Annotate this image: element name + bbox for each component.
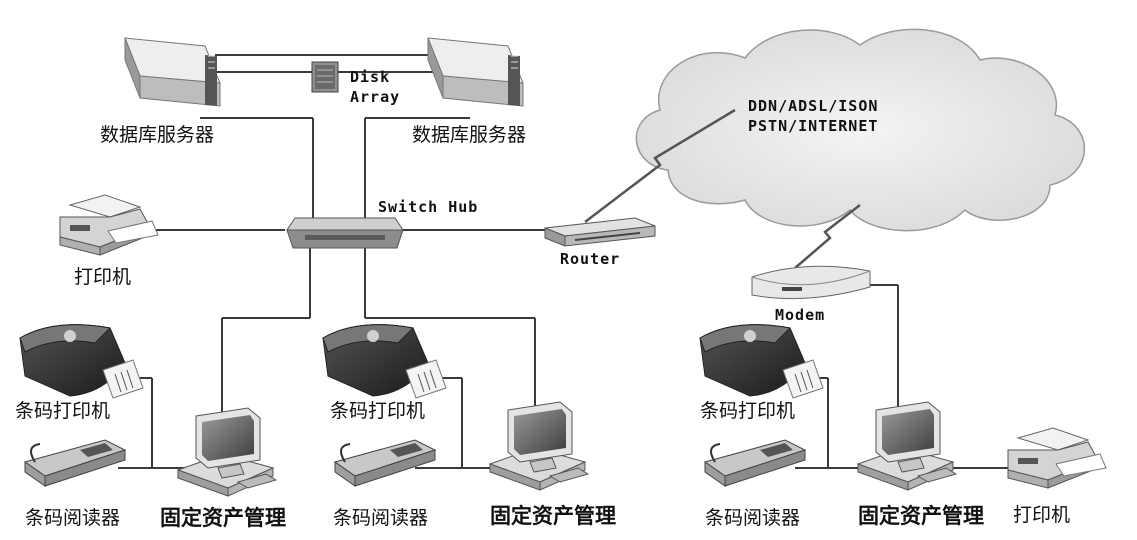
barcode-reader-icon — [23, 439, 127, 487]
barcode-printer-label-2: 条码打印机 — [330, 400, 426, 422]
barcode-printer-label-1: 条码打印机 — [15, 400, 111, 422]
internet-label-2: PSTN/INTERNET — [748, 117, 879, 135]
barcode-printer-icon — [322, 324, 447, 399]
barcode-reader-label-2: 条码阅读器 — [333, 507, 429, 529]
asset-mgmt-label-3: 固定资产管理 — [858, 504, 984, 528]
disk-array-label-2: Array — [350, 88, 401, 106]
barcode-reader-label-3: 条码阅读器 — [705, 507, 801, 529]
barcode-printer-icon — [699, 324, 824, 399]
asset-mgmt-label-2: 固定资产管理 — [490, 504, 616, 528]
barcode-reader-icon — [703, 439, 807, 487]
router-label: Router — [560, 250, 621, 268]
db-server-left-label: 数据库服务器 — [100, 124, 215, 146]
barcode-printer-label-3: 条码打印机 — [700, 400, 796, 422]
server-icon — [124, 37, 221, 107]
wireless-links — [584, 108, 861, 269]
barcode-reader-icon — [333, 439, 437, 487]
network-links — [118, 54, 1010, 469]
cloud-icon — [635, 28, 1086, 232]
modem-icon — [751, 265, 871, 300]
router-icon — [544, 217, 656, 247]
workstation-icon — [488, 401, 590, 491]
printer-icon — [1007, 427, 1107, 489]
barcode-reader-label-1: 条码阅读器 — [25, 507, 121, 529]
barcode-printer-icon — [19, 324, 144, 399]
switch-hub-label: Switch Hub — [378, 198, 479, 216]
asset-mgmt-label-1: 固定资产管理 — [160, 506, 286, 530]
disk-array-label-1: Disk — [350, 68, 391, 86]
disk-array-icon — [311, 61, 339, 93]
printer-right-label: 打印机 — [1013, 504, 1071, 526]
printer-top-label: 打印机 — [74, 266, 132, 288]
printer-icon — [59, 194, 159, 256]
internet-label-1: DDN/ADSL/ISON — [748, 97, 879, 115]
switch-hub-icon — [286, 217, 404, 249]
workstation-icon — [856, 401, 958, 491]
server-icon — [427, 37, 524, 107]
modem-label: Modem — [775, 306, 826, 324]
workstation-icon — [176, 407, 278, 497]
db-server-right-label: 数据库服务器 — [412, 124, 527, 146]
